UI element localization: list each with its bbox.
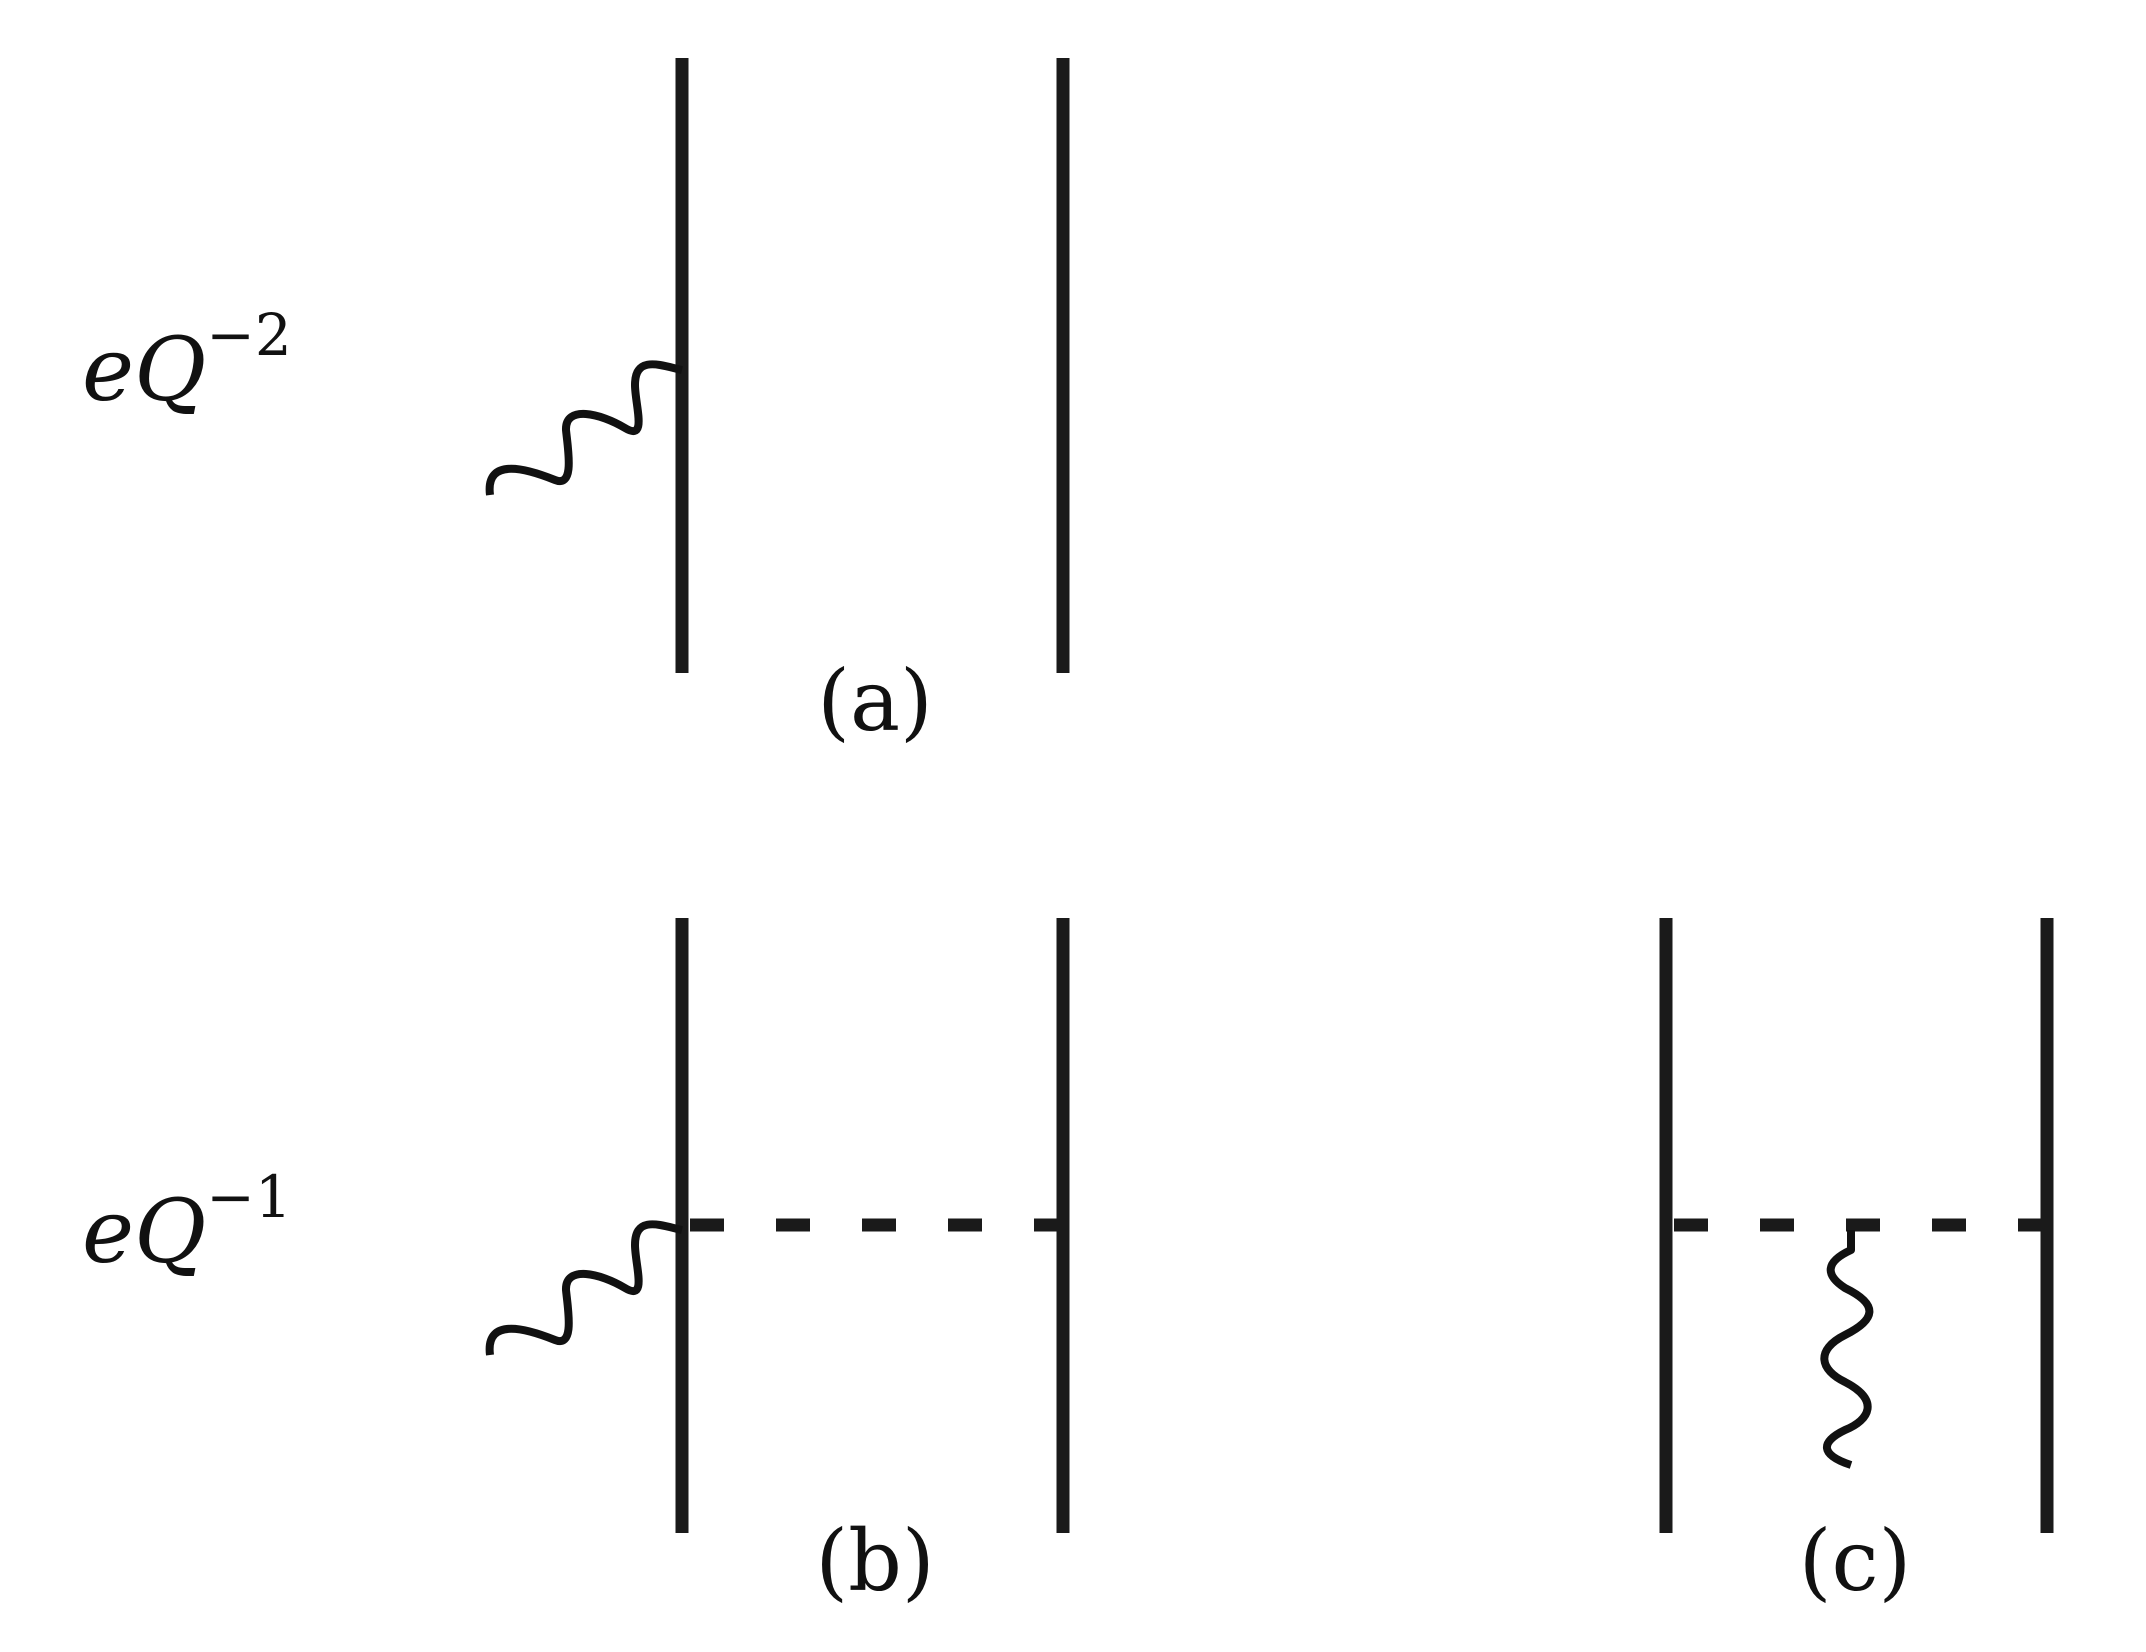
order-base-row1: eQ: [82, 318, 206, 421]
panel-a-wavy-line: [485, 360, 683, 496]
order-label-row2: eQ−1: [82, 1163, 292, 1283]
panel-c-caption: (c): [1799, 1512, 1912, 1610]
order-label-row1: eQ−2: [82, 301, 292, 421]
panel-a: (a): [485, 58, 1070, 750]
panel-c: (c): [1659, 918, 2054, 1610]
order-exponent-row1: −2: [206, 301, 292, 369]
panel-b: (b): [485, 918, 1070, 1610]
panel-b-caption: (b): [815, 1512, 934, 1610]
panel-a-caption: (a): [817, 652, 933, 750]
panel-c-wavy-line: [1820, 1230, 1874, 1469]
order-exponent-row2: −1: [206, 1163, 292, 1231]
panel-b-wavy-line: [485, 1220, 683, 1356]
order-base-row2: eQ: [82, 1180, 206, 1283]
